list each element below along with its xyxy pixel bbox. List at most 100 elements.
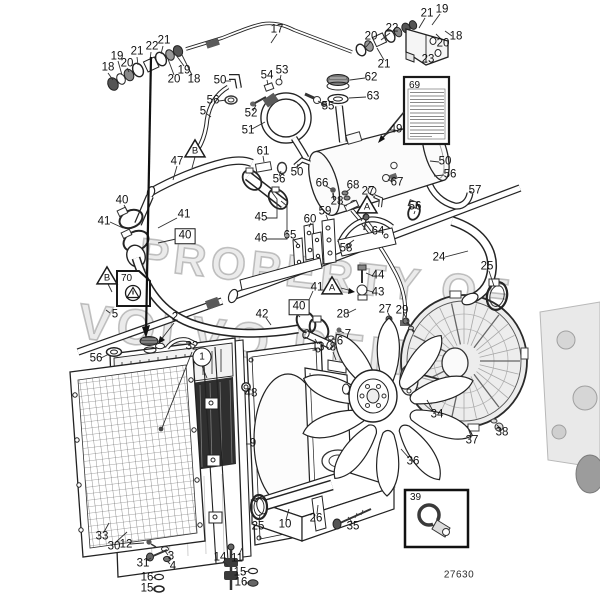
view-marker-triangle: A — [320, 275, 344, 296]
drawing-number: 27630 — [443, 569, 475, 581]
part-number-label: 60 — [303, 213, 317, 226]
part-number-label: 15 — [140, 582, 154, 595]
warning-box-number: 70 — [121, 273, 133, 284]
part-number-label: 16 — [234, 576, 248, 589]
part-number-label: 67 — [390, 176, 404, 189]
part-number-label: 40 — [174, 228, 196, 244]
part-number-label: 28 — [330, 195, 344, 208]
part-number-label: 8 — [329, 341, 337, 354]
clamp-box-number: 39 — [410, 492, 422, 503]
hose-stub-45-46 — [241, 167, 289, 210]
part-number-label: 62 — [364, 71, 378, 84]
part-number-label: 28 — [336, 308, 350, 321]
part-number-label: 52 — [244, 107, 258, 120]
part-number-label: 40 — [115, 194, 129, 207]
part-number-label: 3 — [167, 550, 175, 563]
part-number-label: 37 — [465, 434, 479, 447]
part-number-label: 19 — [110, 50, 124, 63]
part-number-label: 21 — [130, 45, 144, 58]
part-number-label: 41 — [177, 208, 191, 221]
part-number-label: 36 — [406, 455, 420, 468]
part-number-label: 18 — [187, 73, 201, 86]
decal-box-number: 69 — [409, 80, 421, 91]
part-number-label: 58 — [339, 242, 353, 255]
part-number-label: 47 — [170, 155, 184, 168]
cable-clamp-icon — [417, 503, 451, 538]
radiator-cap-parts — [105, 336, 198, 357]
part-number-label: 11 — [231, 552, 243, 565]
part-number-label: 24 — [432, 251, 446, 264]
view-marker-circle: 1 — [192, 347, 212, 367]
part-number-label: 19 — [177, 64, 191, 77]
part-number-label: 35 — [346, 520, 360, 533]
part-number-label: 6 — [336, 335, 344, 348]
bracket-23-washers — [355, 20, 449, 66]
part-number-label: 50 — [438, 155, 452, 168]
part-number-label: 56 — [206, 94, 220, 107]
part-number-label: 61 — [256, 145, 270, 158]
part-number-label: 49 — [389, 123, 403, 136]
part-number-label: 5 — [111, 308, 119, 321]
leader-arrows — [142, 56, 385, 344]
part-number-label: 41 — [310, 281, 324, 294]
part-number-label: 30 — [107, 540, 121, 553]
part-number-label: 20 — [436, 37, 450, 50]
part-number-label: 46 — [254, 232, 268, 245]
part-number-label: 56 — [272, 173, 286, 186]
part-number-label: 18 — [449, 30, 463, 43]
part-number-label: 20 — [364, 30, 378, 43]
part-number-label: 51 — [241, 124, 255, 137]
part-number-label: 29 — [395, 304, 409, 317]
part-number-label: 43 — [371, 286, 385, 299]
part-number-label: 33 — [95, 530, 109, 543]
part-number-label: 17 — [270, 23, 284, 36]
part-number-label: 19 — [435, 3, 449, 16]
part-number-label: 13 — [311, 341, 325, 354]
part-number-label: 45 — [254, 211, 268, 224]
mount-brackets — [239, 213, 397, 291]
part-number-label: 23 — [421, 53, 435, 66]
part-number-label: 18 — [101, 61, 115, 74]
part-number-label: 7 — [344, 328, 352, 341]
part-number-label: 16 — [140, 571, 154, 584]
part-number-label: 26 — [309, 512, 323, 525]
view-marker-triangle: B — [183, 138, 207, 159]
radiator-grille — [69, 355, 206, 558]
part-number-label: 20 — [120, 57, 134, 70]
part-number-label: 14 — [213, 551, 227, 564]
part-number-label: 50 — [290, 166, 304, 179]
part-number-label: 48 — [244, 387, 258, 400]
part-number-label: 5 — [199, 105, 207, 118]
engine-block-silhouette — [539, 301, 600, 494]
part-number-label: 56 — [89, 352, 103, 365]
bolt-35 — [332, 508, 372, 530]
part-number-label: 21 — [420, 7, 434, 20]
part-number-label: 57 — [468, 184, 482, 197]
part-number-label: 2 — [171, 311, 179, 324]
part-number-label: 55 — [321, 100, 335, 113]
part-number-label: 34 — [430, 408, 444, 421]
part-number-label: 63 — [366, 90, 380, 103]
part-number-label: 38 — [495, 426, 509, 439]
part-number-label: 59 — [318, 205, 332, 218]
decal-logo — [410, 136, 432, 140]
part-number-label: 27 — [361, 185, 375, 198]
part-number-label: 25 — [480, 260, 494, 273]
part-number-label: 22 — [385, 22, 399, 35]
part-number-label: 50 — [213, 74, 227, 87]
warning-triangle-icon — [124, 284, 142, 302]
decal-text-lines — [410, 92, 444, 134]
tank-fittings — [330, 172, 398, 212]
clamp-inset-box — [403, 488, 470, 549]
part-number-label: 64 — [371, 225, 385, 238]
part-number-label: 31 — [136, 557, 150, 570]
part-number-label: 20 — [167, 73, 181, 86]
part-number-label: 65 — [283, 229, 297, 242]
part-number-label: 22 — [145, 40, 159, 53]
leader-lines — [100, 13, 501, 590]
mount-hardware-bottom — [146, 539, 259, 593]
hose-24 — [450, 216, 509, 311]
part-number-label: 15 — [233, 566, 247, 579]
